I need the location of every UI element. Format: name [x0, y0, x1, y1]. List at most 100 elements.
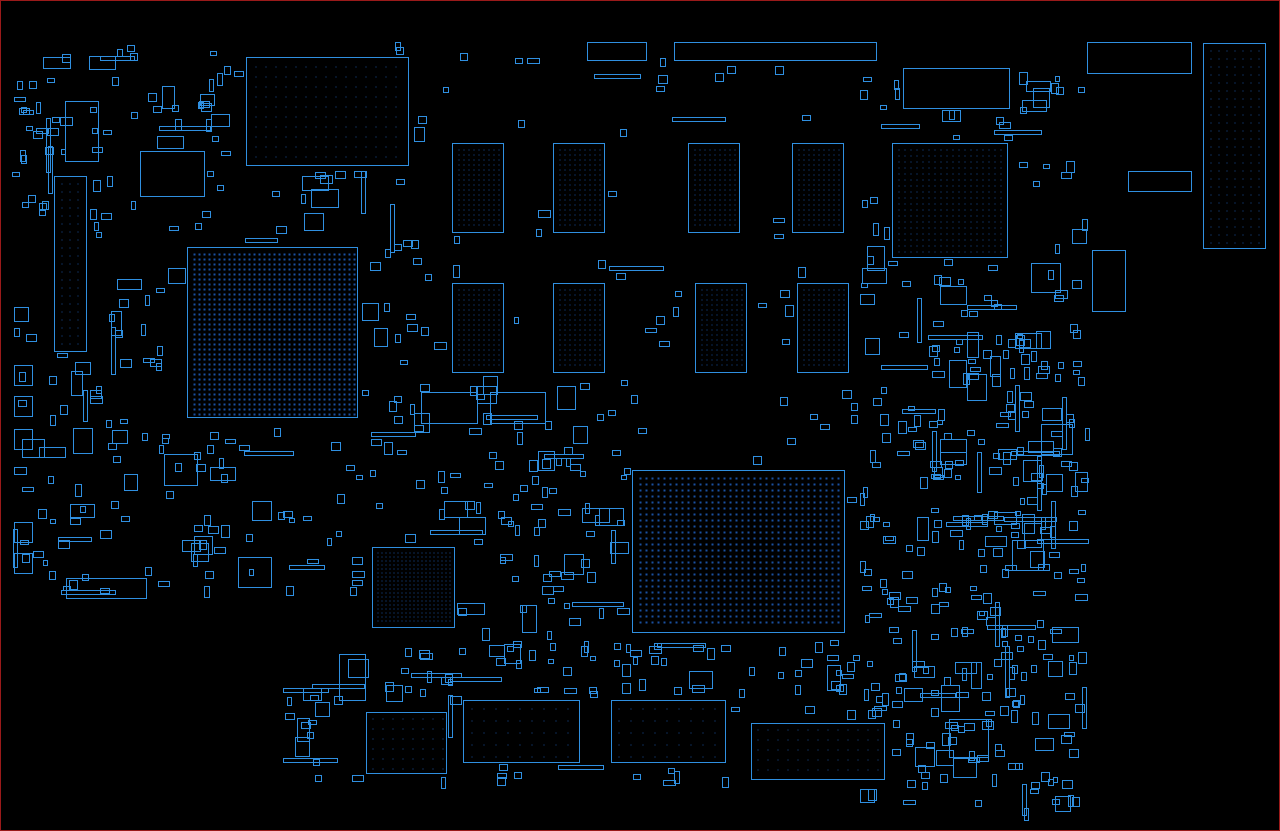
passive-component	[847, 662, 855, 672]
pad	[687, 603, 690, 606]
pad	[701, 314, 703, 316]
pad	[904, 167, 906, 169]
pad	[701, 344, 703, 346]
pad	[278, 278, 281, 281]
passive-component	[727, 66, 736, 74]
pad	[719, 194, 721, 196]
pad	[203, 398, 206, 401]
pad	[208, 413, 211, 416]
pad	[243, 363, 246, 366]
pad	[877, 739, 879, 741]
pad	[293, 358, 296, 361]
pad	[335, 116, 337, 118]
pad	[690, 756, 692, 758]
pad	[275, 156, 277, 158]
pad	[543, 756, 545, 758]
pad	[1218, 114, 1220, 116]
pad	[867, 759, 869, 761]
pad	[61, 247, 63, 249]
pad	[303, 293, 306, 296]
pad	[803, 364, 805, 366]
pad	[706, 289, 708, 291]
pad	[348, 338, 351, 341]
pad	[693, 549, 696, 552]
passive-component	[658, 75, 668, 84]
pad	[736, 339, 738, 341]
pad	[681, 555, 684, 558]
pad	[721, 349, 723, 351]
pad	[946, 209, 948, 211]
pad	[819, 561, 822, 564]
pad	[630, 744, 632, 746]
pad	[295, 66, 297, 68]
pad	[409, 572, 411, 574]
passive-component	[867, 256, 874, 265]
pad	[437, 592, 439, 594]
pad	[208, 323, 211, 326]
passive-component	[902, 281, 911, 287]
pad	[783, 555, 786, 558]
pad	[488, 294, 490, 296]
passive-component	[940, 439, 967, 453]
passive-component	[352, 557, 363, 565]
pad	[263, 348, 266, 351]
pad	[798, 224, 800, 226]
pad	[988, 173, 990, 175]
pad	[639, 621, 642, 624]
pad	[964, 179, 966, 181]
passive-component	[865, 615, 870, 623]
pad	[238, 323, 241, 326]
pad	[564, 339, 566, 341]
pad	[819, 615, 822, 618]
pad	[412, 748, 414, 750]
passive-component	[944, 259, 953, 266]
pad	[813, 224, 815, 226]
pad	[831, 513, 834, 516]
pad	[409, 596, 411, 598]
pad	[248, 398, 251, 401]
pad	[934, 179, 936, 181]
pad	[421, 580, 423, 582]
pad	[213, 378, 216, 381]
pad	[437, 596, 439, 598]
pad	[735, 531, 738, 534]
pad	[437, 556, 439, 558]
pad	[323, 343, 326, 346]
pad	[248, 328, 251, 331]
pad	[385, 560, 387, 562]
pad	[258, 398, 261, 401]
pad	[559, 149, 561, 151]
pad	[198, 383, 201, 386]
pad	[318, 338, 321, 341]
pad	[645, 489, 648, 492]
pad	[198, 403, 201, 406]
pad	[343, 308, 346, 311]
pad	[823, 334, 825, 336]
pad	[348, 413, 351, 416]
pad	[493, 334, 495, 336]
pad	[353, 303, 356, 306]
pad	[559, 169, 561, 171]
pad	[675, 489, 678, 492]
pad	[273, 253, 276, 256]
pad	[711, 344, 713, 346]
pad	[449, 612, 451, 614]
pad	[599, 299, 601, 301]
pad	[717, 609, 720, 612]
pad	[288, 333, 291, 336]
pad	[268, 253, 271, 256]
pad	[381, 612, 383, 614]
passive-component	[978, 549, 985, 557]
pad	[759, 609, 762, 612]
passive-component	[993, 548, 1003, 557]
pad	[838, 289, 840, 291]
pad	[255, 106, 257, 108]
pad	[395, 126, 397, 128]
pad	[651, 585, 654, 588]
bga-chip	[892, 143, 1008, 258]
pad	[77, 199, 79, 201]
pad	[478, 364, 480, 366]
passive-component	[880, 414, 889, 426]
pad	[838, 189, 840, 191]
